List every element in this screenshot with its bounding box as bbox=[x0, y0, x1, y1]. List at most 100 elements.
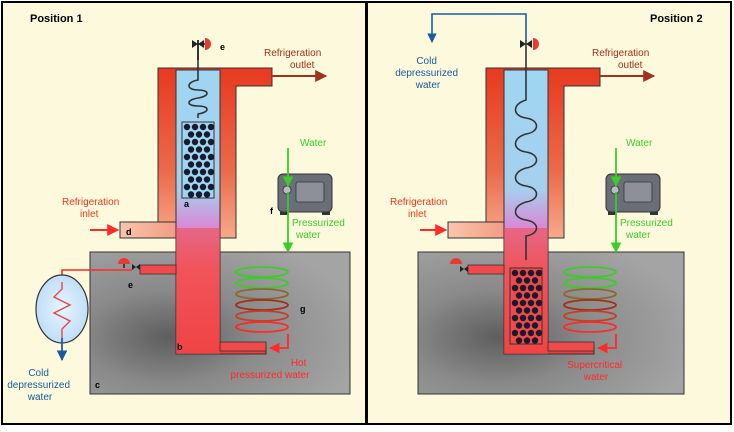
pellet bbox=[195, 161, 203, 168]
panel-position-2: Position 2 Cold depressurized water bbox=[366, 1, 732, 425]
bottom-feed-pipe bbox=[219, 341, 267, 352]
pellet-cluster bbox=[183, 123, 215, 198]
pellet bbox=[199, 183, 207, 191]
pellet bbox=[203, 131, 211, 138]
pellet bbox=[511, 299, 519, 307]
top-valve-2 bbox=[520, 38, 539, 50]
coil-loop bbox=[235, 299, 289, 311]
pellet bbox=[535, 299, 543, 307]
pellet bbox=[527, 329, 535, 337]
pellet bbox=[515, 337, 523, 344]
long-coil bbox=[514, 40, 538, 260]
pellet bbox=[535, 329, 543, 337]
marker-f: f bbox=[270, 206, 274, 216]
pellet bbox=[191, 183, 199, 191]
pellet bbox=[203, 146, 211, 153]
pellet bbox=[187, 191, 195, 198]
pellet bbox=[519, 269, 527, 277]
pellet bbox=[535, 314, 543, 322]
coil-loop bbox=[563, 277, 617, 289]
pellet bbox=[199, 168, 207, 176]
pellet bbox=[187, 131, 195, 138]
pellet bbox=[523, 277, 531, 284]
pellet bbox=[183, 183, 191, 191]
pellet bbox=[523, 307, 531, 314]
refrigeration-inlet-label-2: Refrigeration inlet bbox=[390, 197, 450, 220]
coil-loop bbox=[235, 266, 289, 278]
panel-2-title: Position 2 bbox=[650, 13, 703, 25]
pellet bbox=[187, 146, 195, 153]
pellet bbox=[515, 292, 523, 299]
pellet bbox=[187, 161, 195, 168]
pellet bbox=[191, 123, 199, 131]
pellet bbox=[535, 269, 543, 277]
coil-loop bbox=[235, 310, 289, 322]
high-pressure-pump-2 bbox=[605, 173, 661, 215]
pellet bbox=[515, 277, 523, 284]
pressurized-water-label-2: Pressurized water bbox=[620, 218, 676, 241]
panel-position-1: Position 1 e Refrigeration outlet bbox=[1, 1, 367, 425]
pellet bbox=[519, 284, 527, 292]
marker-e-side: e bbox=[128, 280, 133, 290]
pellet bbox=[203, 161, 211, 168]
jacket-inlet-stub-2 bbox=[447, 221, 509, 239]
coil-loop bbox=[563, 288, 617, 300]
coil-loop bbox=[235, 288, 289, 300]
pellet bbox=[531, 307, 539, 314]
pellet bbox=[511, 329, 519, 337]
heating-coil-2 bbox=[563, 266, 617, 333]
coil-loop bbox=[563, 321, 617, 333]
bottom-feed-pipe-2 bbox=[547, 341, 595, 352]
marker-c: c bbox=[95, 380, 100, 390]
refrigeration-outlet-label-1: Refrigeration outlet bbox=[264, 48, 324, 71]
pellet bbox=[191, 153, 199, 161]
high-pressure-pump bbox=[277, 173, 333, 215]
pellet bbox=[519, 314, 527, 322]
pellet bbox=[523, 337, 531, 344]
pellet bbox=[531, 322, 539, 329]
pellet bbox=[191, 168, 199, 176]
side-outlet-pipe bbox=[139, 264, 177, 275]
side-valve-2 bbox=[450, 258, 468, 272]
cold-depressurized-label-1: Cold depressurized water bbox=[7, 368, 73, 403]
side-valve bbox=[118, 258, 140, 270]
marker-e-top: e bbox=[220, 42, 225, 52]
water-label-2: Water bbox=[626, 138, 653, 149]
pellet bbox=[207, 183, 215, 191]
pellet bbox=[207, 123, 215, 131]
top-coil bbox=[188, 60, 208, 118]
pellet bbox=[515, 307, 523, 314]
pellet bbox=[207, 168, 215, 176]
pellet bbox=[207, 153, 215, 161]
pellet bbox=[515, 322, 523, 329]
pellet bbox=[511, 314, 519, 322]
pellet bbox=[527, 284, 535, 292]
pellet bbox=[535, 284, 543, 292]
marker-d: d bbox=[126, 227, 132, 237]
pellet bbox=[195, 146, 203, 153]
pellet bbox=[199, 138, 207, 146]
pellet bbox=[187, 176, 195, 183]
pellet bbox=[531, 277, 539, 284]
pellet-cluster-2 bbox=[511, 269, 543, 344]
pellet bbox=[195, 131, 203, 138]
pellet bbox=[183, 138, 191, 146]
pellet bbox=[183, 153, 191, 161]
pellet bbox=[511, 284, 519, 292]
supercritical-label-2: Supercritical water bbox=[567, 360, 625, 383]
pellet bbox=[523, 322, 531, 329]
top-valve bbox=[192, 38, 211, 50]
pellet bbox=[195, 191, 203, 198]
marker-b: b bbox=[177, 342, 183, 352]
pellet bbox=[511, 269, 519, 277]
pellet bbox=[199, 123, 207, 131]
marker-g: g bbox=[300, 304, 306, 314]
pellet bbox=[527, 299, 535, 307]
refrigeration-outlet-label-2: Refrigeration outlet bbox=[592, 48, 652, 71]
coil-loop bbox=[563, 310, 617, 322]
pellet bbox=[195, 176, 203, 183]
pellet bbox=[519, 329, 527, 337]
water-label-1: Water bbox=[300, 138, 327, 149]
